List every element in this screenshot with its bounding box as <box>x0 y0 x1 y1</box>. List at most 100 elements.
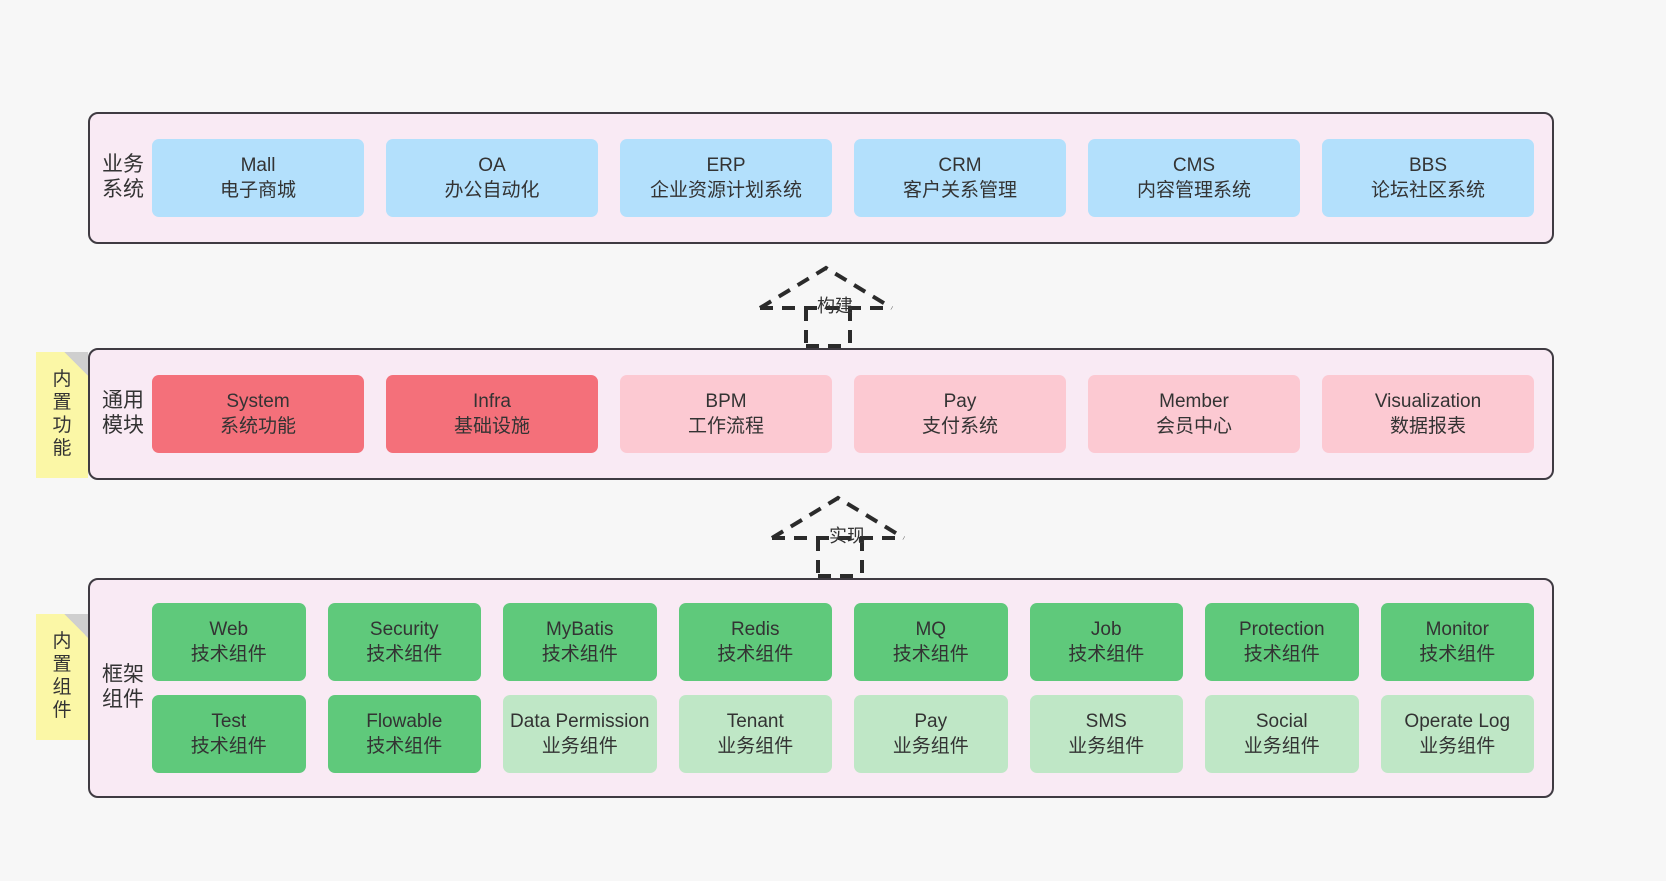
node-member[interactable]: Member 会员中心 <box>1088 375 1300 453</box>
sticky-note-label: 内置功能 <box>52 369 72 459</box>
node-erp[interactable]: ERP 企业资源计划系统 <box>620 139 832 217</box>
node-title: Monitor <box>1425 618 1489 640</box>
node-subtitle: 论坛社区系统 <box>1370 180 1485 201</box>
node-subtitle: 电子商城 <box>219 180 296 201</box>
node-title: Redis <box>730 618 780 640</box>
layer-title-framework-components: 框架组件 <box>102 663 144 711</box>
node-title: Member <box>1159 390 1229 412</box>
connector-build: 构建 <box>758 262 908 348</box>
node-cms[interactable]: CMS 内容管理系统 <box>1088 139 1300 217</box>
node-row: Test 技术组件 Flowable 技术组件 Data Permission … <box>152 695 1534 773</box>
node-visualization[interactable]: Visualization 数据报表 <box>1322 375 1534 453</box>
node-subtitle: 技术组件 <box>892 644 969 665</box>
node-crm[interactable]: CRM 客户关系管理 <box>854 139 1066 217</box>
connector-build-arrow <box>758 265 894 348</box>
node-title: Tenant <box>726 710 784 732</box>
node-title: Visualization <box>1374 390 1482 412</box>
connector-implement-arrow <box>770 495 906 578</box>
connector-label-build: 构建 <box>817 296 853 316</box>
node-title: MyBatis <box>545 618 614 640</box>
node-mall[interactable]: Mall 电子商城 <box>152 139 364 217</box>
node-oa[interactable]: OA 办公自动化 <box>386 139 598 217</box>
node-title: Pay <box>943 390 977 412</box>
node-data-permission[interactable]: Data Permission 业务组件 <box>503 695 657 773</box>
node-subtitle: 技术组件 <box>190 644 267 665</box>
node-title: ERP <box>706 154 746 176</box>
node-title: System <box>226 390 290 412</box>
node-subtitle: 技术组件 <box>541 644 618 665</box>
node-row: Mall 电子商城 OA 办公自动化 ERP 企业资源计划系统 CRM 客户关系… <box>152 139 1534 217</box>
node-security[interactable]: Security 技术组件 <box>327 603 481 681</box>
node-subtitle: 业务组件 <box>892 736 969 757</box>
node-protection[interactable]: Protection 技术组件 <box>1205 603 1359 681</box>
node-title: Test <box>211 710 247 732</box>
node-row: Web 技术组件 Security 技术组件 MyBatis 技术组件 Redi… <box>152 603 1534 681</box>
arrowhead-triangle-build <box>758 265 894 310</box>
node-mybatis[interactable]: MyBatis 技术组件 <box>503 603 657 681</box>
node-subtitle: 会员中心 <box>1155 416 1232 437</box>
node-row: System 系统功能 Infra 基础设施 BPM 工作流程 Pay 支付系统… <box>152 375 1534 453</box>
connector-implement: 实现 <box>770 492 920 578</box>
node-pay-module[interactable]: Pay 支付系统 <box>854 375 1066 453</box>
node-title: Operate Log <box>1404 710 1511 732</box>
page-fold-icon <box>64 352 88 376</box>
node-title: OA <box>478 154 506 176</box>
node-title: BPM <box>705 390 747 412</box>
node-subtitle: 数据报表 <box>1389 416 1466 437</box>
node-job[interactable]: Job 技术组件 <box>1029 603 1183 681</box>
node-infra[interactable]: Infra 基础设施 <box>386 375 598 453</box>
node-subtitle: 基础设施 <box>453 416 530 437</box>
node-title: Mall <box>240 154 276 176</box>
node-system[interactable]: System 系统功能 <box>152 375 364 453</box>
connector-label-implement: 实现 <box>829 526 865 546</box>
node-subtitle: 技术组件 <box>1419 644 1496 665</box>
node-title: BBS <box>1408 154 1448 176</box>
node-bbs[interactable]: BBS 论坛社区系统 <box>1322 139 1534 217</box>
node-subtitle: 技术组件 <box>717 644 794 665</box>
node-mq[interactable]: MQ 技术组件 <box>854 603 1008 681</box>
node-subtitle: 工作流程 <box>687 416 764 437</box>
node-redis[interactable]: Redis 技术组件 <box>678 603 832 681</box>
node-flowable[interactable]: Flowable 技术组件 <box>327 695 481 773</box>
node-subtitle: 企业资源计划系统 <box>649 180 802 201</box>
layer-business-systems: 业务系统 Mall 电子商城 OA 办公自动化 ERP 企业资源计划系统 CRM <box>88 112 1554 244</box>
node-tenant[interactable]: Tenant 业务组件 <box>678 695 832 773</box>
node-web[interactable]: Web 技术组件 <box>152 603 306 681</box>
arrowhead-triangle-implement <box>770 495 906 540</box>
node-subtitle: 技术组件 <box>366 736 443 757</box>
node-subtitle: 内容管理系统 <box>1136 180 1251 201</box>
layer-body-framework-components: Web 技术组件 Security 技术组件 MyBatis 技术组件 Redi… <box>146 603 1552 773</box>
node-title: Security <box>369 618 439 640</box>
node-title: Data Permission <box>510 710 650 732</box>
node-social[interactable]: Social 业务组件 <box>1205 695 1359 773</box>
node-subtitle: 支付系统 <box>921 416 998 437</box>
node-title: Social <box>1255 710 1308 732</box>
layer-title-common-modules: 通用模块 <box>102 389 144 437</box>
node-subtitle: 业务组件 <box>541 736 618 757</box>
node-monitor[interactable]: Monitor 技术组件 <box>1380 603 1534 681</box>
node-subtitle: 业务组件 <box>1243 736 1320 757</box>
sticky-note-builtin-features: 内置功能 <box>36 352 88 478</box>
node-title: SMS <box>1085 710 1127 732</box>
node-subtitle: 业务组件 <box>1419 736 1496 757</box>
node-subtitle: 技术组件 <box>366 644 443 665</box>
node-bpm[interactable]: BPM 工作流程 <box>620 375 832 453</box>
node-title: Flowable <box>366 710 443 732</box>
node-pay-component[interactable]: Pay 业务组件 <box>854 695 1008 773</box>
node-subtitle: 业务组件 <box>717 736 794 757</box>
layer-body-business-systems: Mall 电子商城 OA 办公自动化 ERP 企业资源计划系统 CRM 客户关系… <box>146 139 1552 217</box>
node-subtitle: 系统功能 <box>219 416 296 437</box>
layer-body-common-modules: System 系统功能 Infra 基础设施 BPM 工作流程 Pay 支付系统… <box>146 375 1552 453</box>
node-title: Job <box>1090 618 1122 640</box>
sticky-note-builtin-components: 内置组件 <box>36 614 88 740</box>
page-fold-icon <box>64 614 88 638</box>
node-title: CRM <box>938 154 982 176</box>
node-title: CMS <box>1172 154 1216 176</box>
node-subtitle: 技术组件 <box>1068 644 1145 665</box>
node-test[interactable]: Test 技术组件 <box>152 695 306 773</box>
layer-title-business-systems: 业务系统 <box>102 153 144 201</box>
node-operate-log[interactable]: Operate Log 业务组件 <box>1380 695 1534 773</box>
node-title: Infra <box>472 390 512 412</box>
node-sms[interactable]: SMS 业务组件 <box>1029 695 1183 773</box>
